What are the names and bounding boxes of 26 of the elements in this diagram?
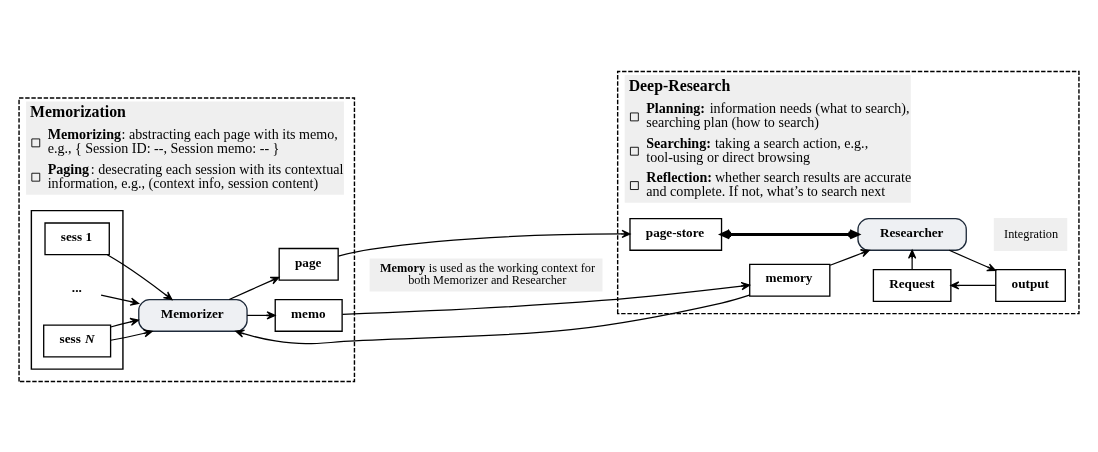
node-box: Request xyxy=(872,268,952,302)
arrow xyxy=(106,253,173,300)
arrow xyxy=(341,281,751,315)
arrow xyxy=(829,248,870,266)
node-box: page-store xyxy=(629,217,723,251)
node-box: sess N xyxy=(43,323,112,357)
arrow xyxy=(110,317,140,328)
node-box: memo xyxy=(274,298,343,332)
arrow xyxy=(907,249,917,270)
arrow xyxy=(246,310,276,320)
arrow xyxy=(100,293,140,306)
arrow xyxy=(950,280,997,290)
arrow xyxy=(720,228,860,239)
node-box: memory xyxy=(749,263,831,297)
node-box: Memorizer xyxy=(138,298,248,332)
cluster xyxy=(30,209,124,370)
arrow xyxy=(228,276,280,300)
arrow xyxy=(948,249,996,271)
node-box: Researcher xyxy=(857,217,967,251)
node-text: ... xyxy=(71,279,82,295)
arrow xyxy=(337,229,631,257)
arrow xyxy=(235,294,750,344)
arrow xyxy=(110,328,153,341)
node-box: page xyxy=(278,247,339,281)
node-box: sess 1 xyxy=(44,221,110,255)
node-box: output xyxy=(995,268,1066,302)
